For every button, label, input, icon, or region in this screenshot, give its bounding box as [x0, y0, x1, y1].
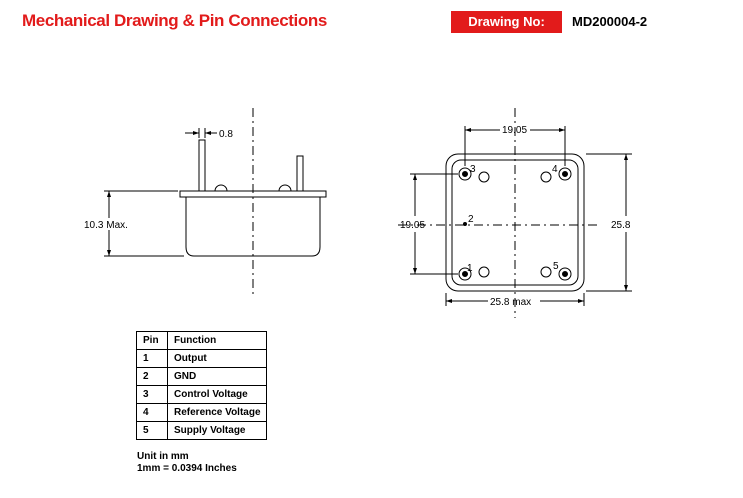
pin4-ring [558, 167, 572, 181]
top-view-body-inner [451, 159, 579, 286]
table-cell-function: Control Voltage [167, 385, 267, 404]
unit-note: Unit in mm 1mm = 0.0394 Inches [137, 451, 237, 475]
drawing-number-value: MD200004-2 [572, 14, 648, 29]
standoff-bottom-right [540, 266, 552, 278]
body-height-label: 25.8 [611, 220, 631, 231]
right-dim-arrow-top [624, 154, 628, 160]
side-view [104, 108, 327, 296]
side-view-standoff-right [278, 184, 292, 192]
standoff-top-left [478, 171, 490, 183]
pin-label-5: 5 [553, 261, 559, 272]
table-cell-pin: 4 [136, 403, 168, 422]
bottom-dim-arrow-right [578, 299, 584, 303]
unit-note-line2: 1mm = 0.0394 Inches [137, 463, 237, 474]
standoff-bottom-left [478, 266, 490, 278]
table-cell-function: Reference Voltage [167, 403, 267, 422]
table-cell-function: GND [167, 367, 267, 386]
drawing-number-badge: Drawing No: [451, 11, 562, 33]
body-width-label: 25.8 max [490, 297, 531, 308]
pin3-dot [462, 171, 468, 177]
top-view-body-outer [445, 153, 585, 292]
top-dim-arrow-right [559, 128, 565, 132]
pin-width-label: 0.8 [219, 129, 233, 140]
table-cell-pin: 2 [136, 367, 168, 386]
table-cell-pin: 5 [136, 421, 168, 440]
height-arrow-top [107, 191, 111, 197]
standoff-top-right [540, 171, 552, 183]
pin5-dot [562, 271, 568, 277]
table-row: 5 Supply Voltage [136, 421, 267, 440]
side-view-pin-left [198, 139, 206, 192]
pin-label-1: 1 [467, 263, 473, 274]
height-arrow-bottom [107, 250, 111, 256]
table-header-function: Function [167, 331, 267, 350]
pin1-dot [462, 271, 468, 277]
pin-width-arrow-left [193, 131, 199, 135]
side-view-flange [179, 190, 327, 198]
table-row: 1 Output [136, 349, 267, 368]
table-row: 2 GND [136, 367, 267, 386]
bottom-dim-arrow-left [446, 299, 452, 303]
table-row: 4 Reference Voltage [136, 403, 267, 422]
page-title: Mechanical Drawing & Pin Connections [22, 11, 327, 30]
left-dim-arrow-bottom [413, 268, 417, 274]
top-pin-spacing-label: 19.05 [502, 125, 527, 136]
unit-note-line1: Unit in mm [137, 451, 189, 462]
side-view-pin-right [296, 155, 304, 192]
height-label: 10.3 Max. [84, 220, 128, 231]
table-row: 3 Control Voltage [136, 385, 267, 404]
side-view-body [185, 197, 321, 257]
table-header-row: Pin Function [136, 331, 267, 350]
table-cell-pin: 1 [136, 349, 168, 368]
pin-label-3: 3 [470, 164, 476, 175]
drawing-number-label: Drawing No: [468, 14, 545, 29]
pin3-ring [458, 167, 472, 181]
pin-function-table: Pin Function 1 Output 2 GND 3 Control Vo… [136, 331, 267, 440]
side-view-standoff-left [214, 184, 228, 192]
table-header-pin: Pin [136, 331, 168, 350]
table-cell-pin: 3 [136, 385, 168, 404]
pin1-ring [458, 267, 472, 281]
pin-label-4: 4 [552, 164, 558, 175]
pin2-dot [463, 222, 467, 226]
pin-label-2: 2 [468, 214, 474, 225]
pin-width-arrow-right [205, 131, 211, 135]
table-cell-function: Output [167, 349, 267, 368]
top-view [398, 108, 632, 318]
pin5-ring [558, 267, 572, 281]
pin4-dot [562, 171, 568, 177]
table-cell-function: Supply Voltage [167, 421, 267, 440]
left-pin-spacing-label: 19.05 [400, 220, 425, 231]
right-dim-arrow-bottom [624, 285, 628, 291]
top-dim-arrow-left [465, 128, 471, 132]
left-dim-arrow-top [413, 174, 417, 180]
